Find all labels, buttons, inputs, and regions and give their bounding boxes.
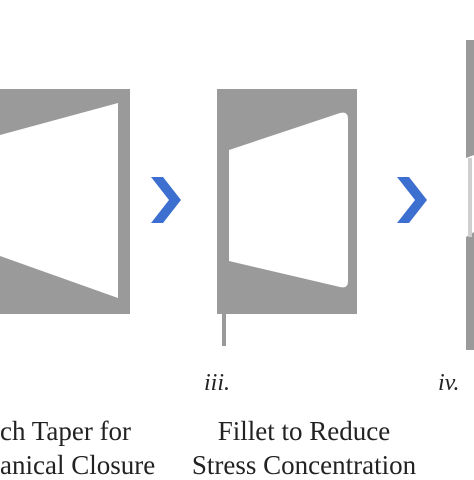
- panel-ii-caption-line1: ch Taper for: [0, 416, 132, 446]
- panel-iii-shape: [217, 89, 357, 314]
- panel-ii-caption-line2: anical Closure: [0, 450, 156, 480]
- panel-ii-shape: [0, 89, 130, 314]
- panel-iii-label: iii.: [204, 370, 231, 396]
- panel-iii-caption-line2: Stress Concentration: [191, 450, 417, 480]
- panel-iii-caption-line1: Fillet to Reduce: [217, 416, 391, 446]
- panel-iii-block: [217, 89, 357, 346]
- panel-ii-block: [0, 89, 130, 314]
- chevron-right-icon: [397, 177, 427, 223]
- panel-iv-label: iv.: [438, 370, 460, 396]
- panel-iv-top: [466, 40, 474, 158]
- panel-iv-bottom: [466, 232, 474, 350]
- panel-iii-left-stem: [222, 150, 226, 346]
- panel-iv-stem: [468, 158, 472, 237]
- chevron-right-icon: [151, 177, 181, 223]
- panel-iv-block: [466, 40, 474, 350]
